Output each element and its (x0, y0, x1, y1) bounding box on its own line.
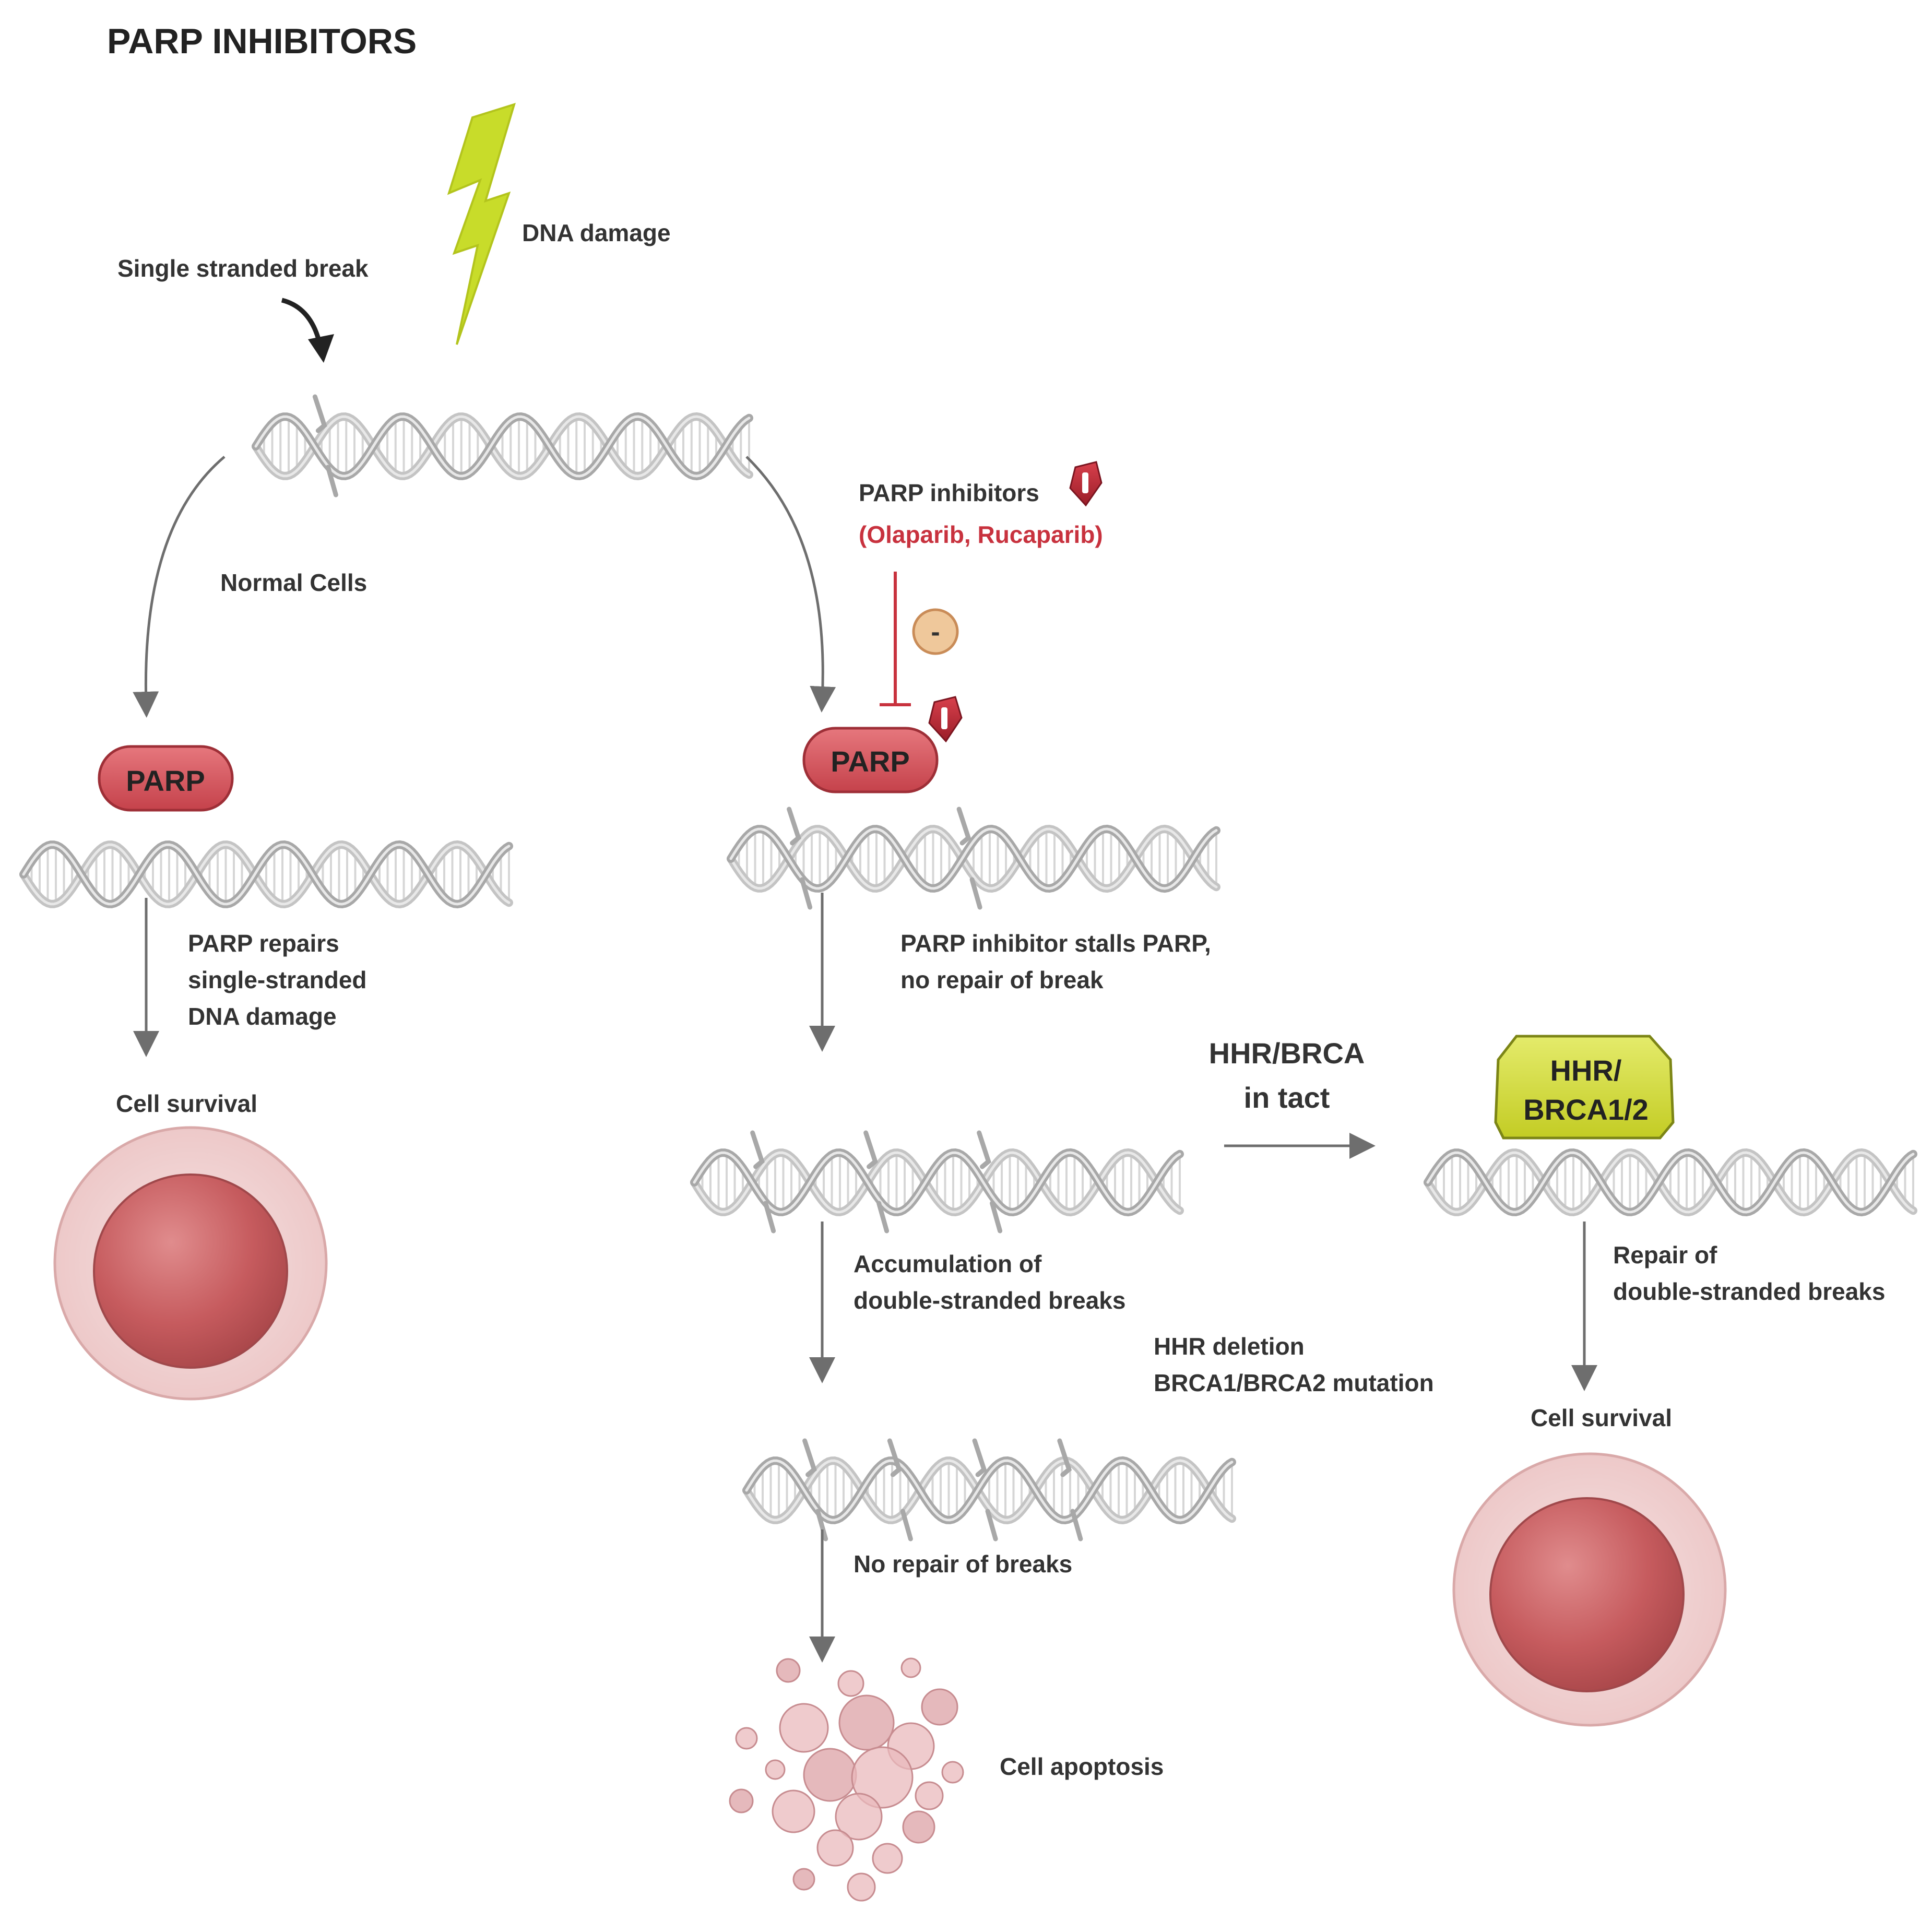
minus-sign: - (931, 617, 940, 647)
arrow-to-normal-cells (133, 456, 226, 718)
hhr-brca-intact-label-1: HHR/BRCA (1209, 1037, 1365, 1070)
parp-repairs-label-3: DNA damage (188, 1003, 337, 1030)
inhibitor-stalls-label-2: no repair of break (900, 966, 1104, 993)
dna-strand-inhibited (727, 807, 1220, 910)
hhr-deletion-label-1: HHR deletion (1154, 1333, 1305, 1360)
healthy-cell-right (1452, 1452, 1727, 1727)
minus-badge (912, 608, 959, 655)
cell-survival-label-left: Cell survival (116, 1090, 257, 1117)
hhr-box-label-2: BRCA1/2 (1523, 1093, 1649, 1126)
parp-label-inhibited: PARP (831, 745, 909, 778)
accumulation-label-1: Accumulation of (854, 1250, 1042, 1277)
dna-strand-unrepaired (742, 1438, 1236, 1542)
dna-strand-normal-cells (19, 840, 513, 909)
parp-inhibitors-label: PARP inhibitors (859, 479, 1039, 506)
repair-double-label-1: Repair of (1613, 1241, 1717, 1268)
cell-apoptosis-label: Cell apoptosis (1000, 1753, 1164, 1780)
cell-survival-label-right: Cell survival (1531, 1404, 1672, 1431)
dna-damage-label: DNA damage (522, 219, 671, 246)
hhr-brca-intact-label-2: in tact (1244, 1081, 1330, 1114)
single-stranded-break-label: Single stranded break (117, 255, 369, 282)
diagram-title: PARP INHIBITORS (107, 21, 417, 61)
parp-repairs-label-2: single-stranded (188, 966, 367, 993)
hhr-brca-protein (1494, 1035, 1675, 1140)
parp-label-normal: PARP (126, 764, 205, 797)
parp-protein-inhibited (802, 727, 939, 793)
apoptotic-cell-fragments (729, 1657, 964, 1902)
inhibitor-stalls-label-1: PARP inhibitor stalls PARP, (900, 930, 1211, 957)
hhr-deletion-label-2: BRCA1/BRCA2 mutation (1154, 1369, 1434, 1396)
lightning-bolt-icon (447, 102, 516, 345)
repair-double-label-2: double-stranded breaks (1613, 1278, 1885, 1305)
dna-strand-top (252, 394, 753, 497)
accumulation-label-2: double-stranded breaks (854, 1287, 1125, 1314)
parp-protein-normal (98, 745, 234, 812)
inhibitor-drugs-label: (Olaparib, Rucaparib) (859, 521, 1103, 548)
inhibitor-shield-icon (1069, 461, 1103, 507)
bound-inhibitor-shield-icon (928, 696, 963, 743)
arrow-to-inhibited-parp (745, 456, 836, 713)
healthy-cell-left (53, 1126, 328, 1401)
dna-strand-repaired (1424, 1148, 1917, 1217)
normal-cells-label: Normal Cells (220, 569, 367, 596)
no-repair-label: No repair of breaks (854, 1550, 1072, 1578)
dna-strand-double-breaks (690, 1130, 1184, 1234)
hhr-box-label-1: HHR/ (1550, 1054, 1622, 1087)
parp-repairs-label-1: PARP repairs (188, 930, 339, 957)
